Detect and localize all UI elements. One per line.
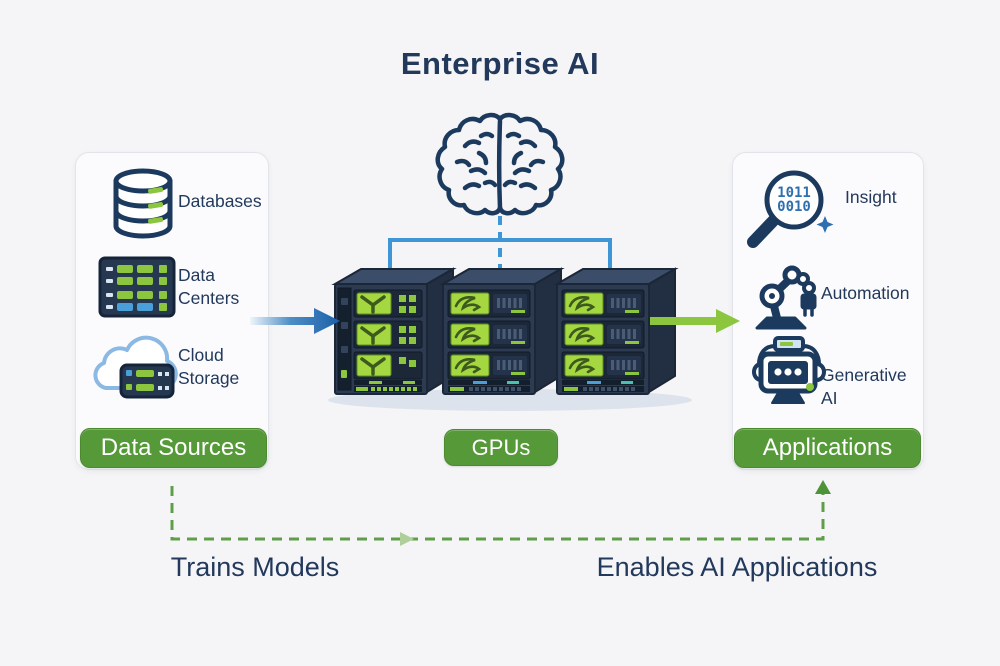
- generative-ai-label: Generative AI: [821, 365, 907, 409]
- database-icon: [113, 168, 173, 239]
- applications-button: Applications: [734, 428, 921, 468]
- applications-panel: [732, 152, 924, 470]
- data-to-gpu-arrow: [250, 308, 340, 334]
- binary-line-1: 1011: [777, 185, 811, 201]
- page-title: Enterprise AI: [400, 46, 600, 81]
- generative-ai-robot-icon: [752, 336, 826, 404]
- automation-label: Automation: [821, 283, 910, 303]
- sparkle-icon: [816, 216, 834, 233]
- enables-ai-applications-label: Enables AI Applications: [596, 552, 878, 582]
- trains-models-dashed-path: [170, 486, 825, 541]
- gpu-server-rack: [328, 267, 692, 411]
- cloud-storage-label: Cloud Storage: [178, 345, 240, 389]
- brain-icon: [435, 112, 565, 216]
- gpu-server-2: [439, 267, 565, 395]
- data-center-icon: [98, 256, 176, 318]
- data-sources-button: Data Sources: [80, 428, 267, 468]
- data-centers-label: Data Centers: [178, 265, 240, 309]
- binary-line-2: 0010: [777, 199, 811, 215]
- trains-models-label: Trains Models: [170, 552, 340, 582]
- insight-label: Insight: [845, 187, 897, 207]
- robot-arm-icon: [755, 265, 817, 330]
- magnifier-binary-icon: 1011 0010: [747, 170, 834, 248]
- gpus-button: GPUs: [444, 429, 558, 466]
- dashed-up-arrowhead: [815, 480, 831, 494]
- cloud-storage-icon: [93, 335, 178, 399]
- dashed-mid-arrowhead: [400, 532, 414, 546]
- gpu-to-apps-arrow: [650, 309, 740, 333]
- databases-label: Databases: [178, 191, 262, 211]
- gpu-server-3: [553, 267, 679, 395]
